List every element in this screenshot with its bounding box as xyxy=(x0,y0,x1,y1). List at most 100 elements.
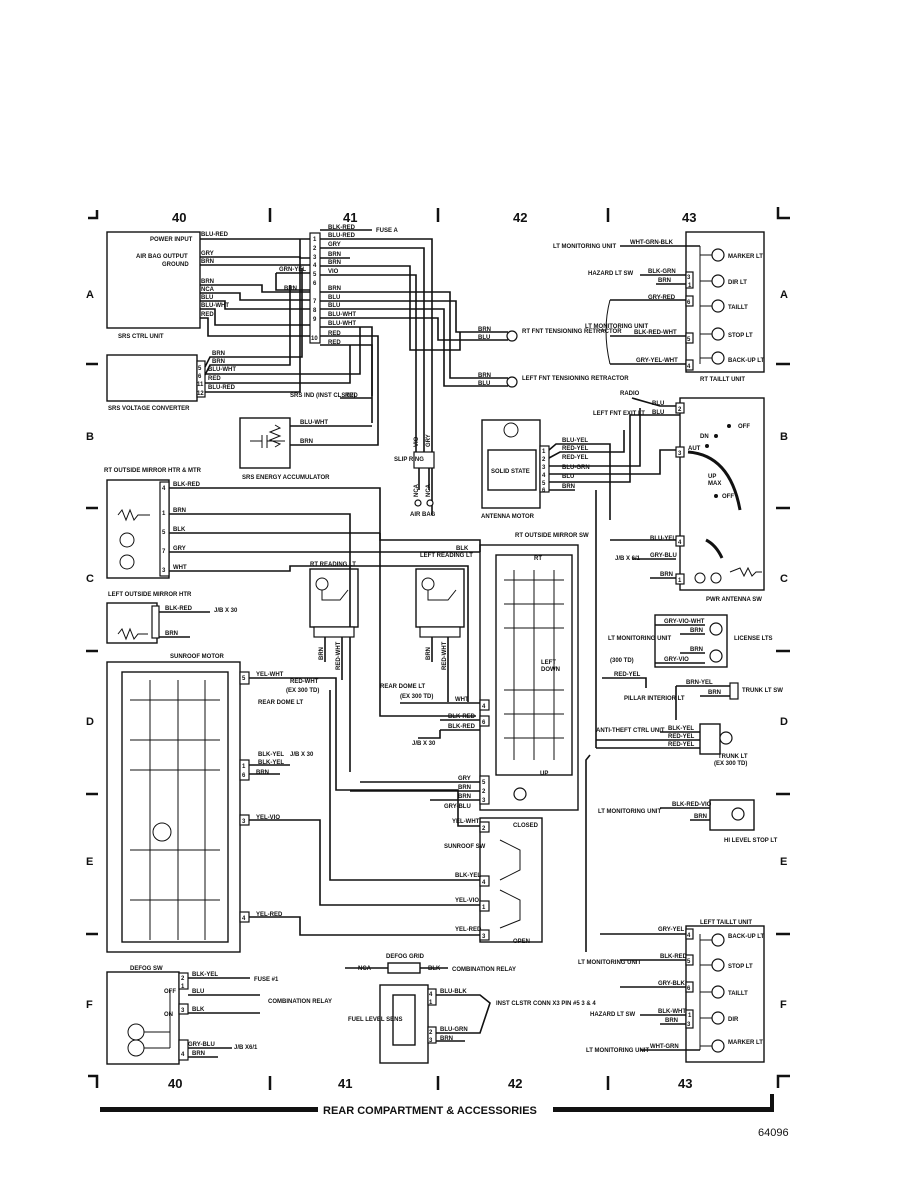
pin-number: 3 xyxy=(162,568,166,574)
pin-number: 4 xyxy=(542,473,546,479)
grid-row-f-left: F xyxy=(86,999,93,1011)
srs-ctrl-unit-label: SRS CTRL UNIT xyxy=(118,334,164,340)
grid-row-c-left: C xyxy=(86,573,94,585)
wire-label: GRY-YEL xyxy=(658,927,684,933)
pillar-interior-lt-label: PILLAR INTERIOR LT xyxy=(624,696,685,702)
pin-number: 4 xyxy=(313,263,317,269)
wire-label: BLU-WHT xyxy=(328,312,356,318)
antenna-motor-label: ANTENNA MOTOR xyxy=(481,514,535,520)
wire-label: BRN xyxy=(458,794,471,800)
pin-number: 5 xyxy=(687,337,691,343)
wire-label: YEL-RED xyxy=(455,927,482,933)
wire-label: WHT-GRN xyxy=(650,1044,679,1050)
dir-lt-label: DIR xyxy=(728,1017,739,1023)
wire-label: RED-WHT xyxy=(290,679,319,685)
anti-theft-ctrl-unit-label: ANTI-THEFT CTRL UNIT xyxy=(596,728,665,734)
switch-position-label: CLOSED xyxy=(513,823,539,829)
sunroof-sw-label: SUNROOF SW xyxy=(444,844,486,850)
pin-number: 4 xyxy=(242,916,246,922)
wire-label: BLU xyxy=(652,410,664,416)
pin-number: 4 xyxy=(162,486,166,492)
wire-label: RED-YEL xyxy=(668,734,695,740)
lt-monitoring-unit-label: LT MONITORING UNIT xyxy=(608,636,671,642)
rt-outside-mirror-label: RT OUTSIDE MIRROR HTR & MTR xyxy=(104,468,202,474)
wire-label: BLK-RED xyxy=(448,724,476,730)
pin-number: 1 xyxy=(482,905,486,911)
wire-label: BLU xyxy=(192,989,204,995)
switch-position-label: UP xyxy=(540,771,548,777)
wire-label: GRY xyxy=(201,251,214,257)
pin-number: 1 xyxy=(542,449,546,455)
wire-label: BRN xyxy=(478,373,491,379)
wire-label: VIO xyxy=(414,436,420,447)
switch-position-label: OPEN xyxy=(513,939,530,945)
pin-number: 1 xyxy=(688,283,692,289)
pin-number: 1 xyxy=(678,578,682,584)
wire-label: BRN xyxy=(165,631,178,637)
left-reading-lt-label: LEFT READING LT xyxy=(420,553,473,559)
defog-sw-label: DEFOG SW xyxy=(130,966,163,972)
wire-label: BRN xyxy=(212,359,225,365)
grid-row-c-right: C xyxy=(780,573,788,585)
air-bag-label: AIR BAG xyxy=(410,512,436,518)
pin-number: 3 xyxy=(482,934,486,940)
lt-monitoring-unit-label: LT MONITORING UNIT xyxy=(586,1048,649,1054)
wire-label: WHT xyxy=(173,565,187,571)
wire-label: YEL-VIO xyxy=(455,898,479,904)
wire-label: RED-WHT xyxy=(442,641,448,670)
solid-state-label: SOLID STATE xyxy=(491,469,530,475)
hazard-lt-sw-label: HAZARD LT SW xyxy=(590,1012,636,1018)
lt-monitoring-unit-label: LT MONITORING UNIT xyxy=(553,244,616,250)
rt-reading-lt-label: RT READING LT xyxy=(310,562,356,568)
wire-label: BLK-YEL xyxy=(192,972,218,978)
pin-number: 2 xyxy=(542,457,546,463)
pin-number: 3 xyxy=(242,819,246,825)
wire-label: WHT xyxy=(455,697,469,703)
fuel-level-sens-label: FUEL LEVEL SENS xyxy=(348,1017,402,1023)
switch-position-label: RT xyxy=(534,556,542,562)
pin-number: 4 xyxy=(482,704,486,710)
ex-300-td-label: (EX 300 TD) xyxy=(714,761,747,767)
wire-label: WHT-GRN-BLK xyxy=(630,240,674,246)
wire-label: BLU-WHT xyxy=(300,420,328,426)
footer-title: REAR COMPARTMENT & ACCESSORIES xyxy=(323,1105,537,1117)
left-fnt-exit-lt-label: LEFT FNT EXIT LT xyxy=(593,411,645,417)
wire-label: BLU-RED xyxy=(328,233,356,239)
wire-label: BLK xyxy=(428,966,441,972)
wire-label: BLU xyxy=(328,295,340,301)
td-300-label: (300 TD) xyxy=(610,658,634,664)
left-taillt-unit: LEFT TAILLT UNIT LT MONITORING UNIT HAZA… xyxy=(578,754,765,1063)
pwr-antenna-sw-label: PWR ANTENNA SW xyxy=(706,597,762,603)
pin-number: 2 xyxy=(678,407,682,413)
left-taillt-unit-label: LEFT TAILLT UNIT xyxy=(700,920,752,926)
pwr-antenna-sw: PWR ANTENNA SW 2 3 4 1 DN OFF AUT UP MAX… xyxy=(610,397,765,603)
wire-label: YEL-WHT xyxy=(452,819,480,825)
pin-number: 1 xyxy=(242,764,246,770)
wire-label: BLK-RED xyxy=(165,606,193,612)
wire-label: BRN xyxy=(690,647,703,653)
pin-number: 3 xyxy=(687,275,691,281)
pin-number: 11 xyxy=(197,382,204,388)
defog-grid: DEFOG GRID NCA BLK COMBINATION RELAY xyxy=(345,954,516,974)
license-lts-label: LICENSE LTS xyxy=(734,636,773,642)
grid-col-40-top: 40 xyxy=(172,210,186,225)
switch-position-label: DN xyxy=(700,434,709,440)
reading-lights: RT READING LT LEFT READING LT BRN RED-WH… xyxy=(309,553,473,702)
grid-row-b-right: B xyxy=(780,431,788,443)
trunk-lt-sw-label: TRUNK LT SW xyxy=(742,688,783,694)
wire-label: BLU xyxy=(478,381,490,387)
pin-number: 3 xyxy=(181,1008,185,1014)
wire-label: BRN xyxy=(256,770,269,776)
antenna-motor: SOLID STATE ANTENNA MOTOR 1 2 3 4 5 6 BL… xyxy=(481,391,680,520)
switch-position-label: LEFT xyxy=(541,660,556,666)
wire-label: GRY-BLU xyxy=(188,1042,215,1048)
wire-label: GRY-VIO xyxy=(664,657,689,663)
grid-row-a-left: A xyxy=(86,289,94,301)
wire-label: BLU xyxy=(652,401,664,407)
switch-position-label: OFF xyxy=(722,494,734,500)
sunroof-motor: SUNROOF MOTOR 5 1 6 3 4 YEL-WHT RED-WHT … xyxy=(106,654,480,953)
grid-col-43-top: 43 xyxy=(682,210,696,225)
wire-label: BRN xyxy=(212,351,225,357)
rt-taillt-unit-label: RT TAILLT UNIT xyxy=(700,377,745,383)
srs-ctrl-unit: SRS CTRL UNIT POWER INPUT AIR BAG OUTPUT… xyxy=(106,231,310,340)
